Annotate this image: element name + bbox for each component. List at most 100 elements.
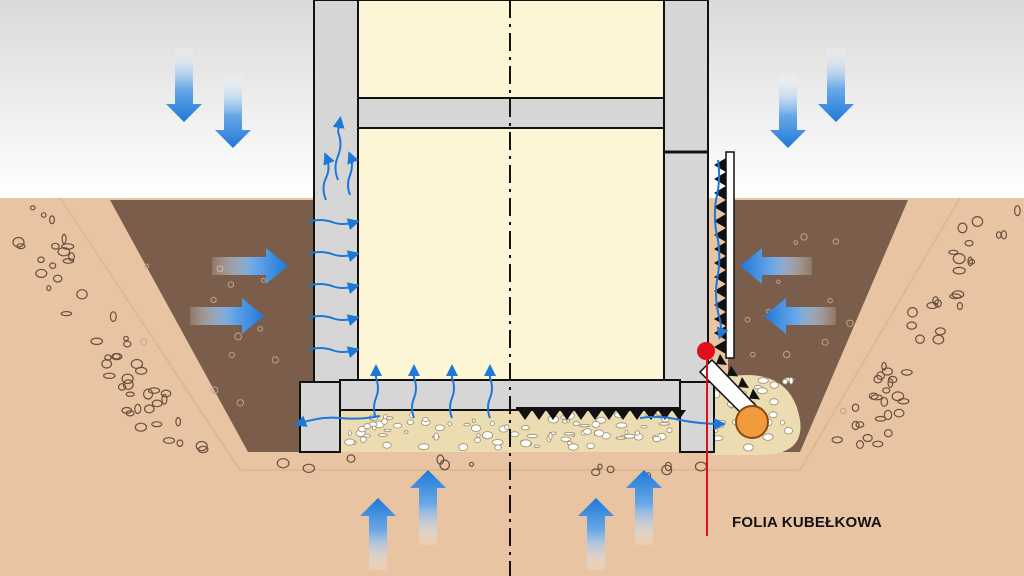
soil-pebble: [46, 285, 52, 292]
gravel-stone: [566, 419, 571, 423]
floor-dimple: [560, 410, 574, 420]
soil-pebble: [900, 369, 913, 376]
soil-pebble: [111, 352, 123, 361]
soil-pebble: [591, 468, 601, 477]
membrane-dimple: [714, 228, 726, 242]
soil-pebble: [907, 306, 918, 318]
gravel-stone: [652, 435, 661, 443]
soil-pebble: [62, 258, 75, 264]
gravel-stone: [383, 428, 392, 432]
membrane-dimple: [714, 298, 726, 312]
soil-pebble: [161, 393, 168, 405]
downward-arrow-icon: [818, 48, 854, 122]
backfill-dot: [783, 350, 791, 359]
capillary-flow-icon: [446, 364, 458, 419]
soil-pebble: [951, 290, 965, 299]
gravel-stone: [583, 428, 592, 435]
soil-pebble: [151, 421, 163, 428]
soil-pebble: [147, 387, 161, 394]
soil-pebble: [949, 293, 962, 300]
right-wall: [663, 0, 709, 383]
soil-pebble: [57, 246, 71, 257]
gravel-stone: [743, 443, 754, 452]
soil-pebble: [952, 266, 966, 275]
floor-dimple: [630, 410, 644, 420]
gravel-stone: [372, 425, 377, 431]
gravel-stone: [640, 425, 648, 429]
gravel-stone: [491, 439, 504, 446]
soil-pebble: [35, 268, 48, 278]
soil-pebble: [855, 440, 864, 450]
membrane-dimple: [714, 340, 726, 354]
left-wall: [313, 0, 359, 383]
gravel-stone: [783, 427, 793, 435]
capillary-flow-icon: [307, 346, 360, 358]
gravel-stone: [615, 436, 626, 440]
soil-pebble: [123, 335, 129, 342]
soil-pebble: [874, 415, 887, 422]
soil-pebble: [881, 361, 887, 371]
gravel-stone: [579, 423, 590, 428]
gravel-stone: [593, 429, 605, 437]
soil-pebble: [51, 242, 60, 250]
soil-pebble: [37, 256, 45, 264]
floor-dimple: [644, 410, 658, 420]
gravel-stone: [406, 419, 415, 425]
backfill-dot: [261, 277, 266, 283]
soil-pebble: [143, 388, 154, 400]
soil-pebble: [606, 465, 615, 474]
gravel-stone: [386, 416, 394, 420]
soil-pebble: [101, 358, 113, 369]
soil-pebble: [346, 454, 356, 463]
gravel-stone: [471, 418, 476, 423]
floor-membrane: [516, 407, 686, 420]
soil-pebble: [16, 243, 26, 250]
soil-pebble: [468, 461, 475, 467]
gravel-stone: [615, 422, 628, 429]
capillary-flow-icon: [408, 364, 420, 419]
soil-pebble: [932, 296, 939, 306]
gravel-stone: [782, 378, 789, 385]
soil-pebble: [932, 334, 945, 345]
gravel-stone: [474, 437, 481, 444]
gravel-stone: [757, 377, 769, 384]
floor-dimple: [588, 410, 602, 420]
backfill-dot: [750, 351, 756, 358]
gravel-stone: [393, 423, 403, 429]
soil-pebble: [968, 258, 976, 265]
slope-membrane: [716, 354, 760, 400]
upward-arrow-icon: [410, 470, 446, 545]
soil-pebble: [302, 463, 316, 473]
soil-pebble: [887, 375, 898, 384]
capillary-flow-icon: [347, 151, 359, 196]
floor-dimple: [658, 410, 672, 420]
soil-pebble: [882, 387, 891, 394]
soil-pebble: [948, 249, 959, 255]
slope-dimple: [738, 377, 749, 388]
soil-pebble: [870, 394, 883, 401]
gravel-stone: [434, 424, 445, 432]
capillary-flow-icon: [307, 282, 360, 294]
gravel-stone: [521, 425, 530, 431]
soil-pebble: [276, 458, 290, 469]
soil-pebble: [906, 321, 917, 330]
backfill-dot: [800, 233, 808, 241]
capillary-flow-icon: [307, 314, 360, 326]
soil-pebble: [439, 459, 450, 471]
soil-pebble: [48, 215, 55, 225]
soil-pebble: [664, 461, 672, 472]
backfill-dot: [821, 338, 829, 346]
floor-dimple: [616, 410, 630, 420]
rightward-arrow-icon: [190, 298, 264, 334]
membrane-dimple: [714, 270, 726, 284]
gravel-stone: [447, 421, 452, 427]
soil-pebble: [121, 373, 134, 385]
soil-pebble: [872, 440, 884, 448]
soil-pebble: [952, 253, 966, 265]
gravel-stone: [510, 431, 520, 438]
upward-arrow-icon: [578, 498, 614, 570]
gravel-stone: [560, 436, 571, 442]
backfill-dot: [227, 281, 235, 288]
downward-arrow-icon: [215, 75, 251, 148]
